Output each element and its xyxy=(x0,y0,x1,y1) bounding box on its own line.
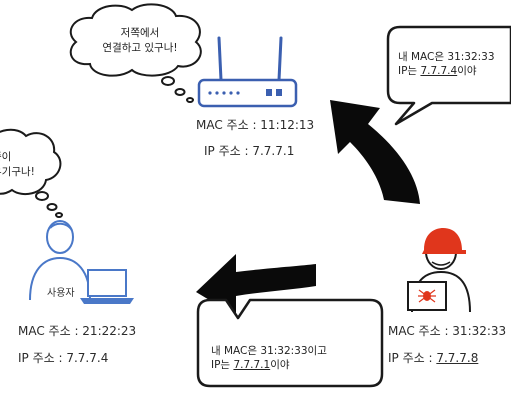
user-laptop-icon xyxy=(80,269,134,304)
user-mac-label: MAC 주소 : 21:22:23 xyxy=(18,324,137,338)
router-mac-label: MAC 주소 : 11:12:13 xyxy=(196,118,315,132)
spoofed-ip-router: 7.7.7.4 xyxy=(420,65,458,77)
user-person-icon xyxy=(29,220,91,301)
arrow-to-router xyxy=(330,100,420,204)
attacker-laptop-icon xyxy=(407,281,447,311)
message-to-user-text: 내 MAC은 31:32:33이고 IP는 7.7.7.1이야 xyxy=(211,345,327,371)
router-ip-label: IP 주소 : 7.7.7.1 xyxy=(204,144,295,158)
router-thought-cloud xyxy=(69,3,202,103)
user-thought-text: 쪽이 유기구나! xyxy=(0,151,35,178)
router-icon xyxy=(197,36,298,108)
attacker-ip-label: IP 주소 : 7.7.7.8 xyxy=(388,351,479,365)
user-ip-label: IP 주소 : 7.7.7.4 xyxy=(18,351,109,365)
user-role-label: 사용자 xyxy=(47,288,75,299)
router-thought-text: 저쪽에서 연결하고 있구나! xyxy=(102,27,178,54)
speech-bubble-to-user xyxy=(196,298,384,388)
attacker-ip-value: 7.7.7.8 xyxy=(436,351,479,365)
spoofed-ip-user: 7.7.7.1 xyxy=(233,359,271,371)
user-thought-cloud xyxy=(0,128,63,218)
speech-bubble-to-router xyxy=(386,25,511,126)
message-to-router-text: 내 MAC은 31:32:33 IP는 7.7.7.4이야 xyxy=(398,51,495,77)
attacker-mac-label: MAC 주소 : 31:32:33 xyxy=(388,324,507,338)
attacker-person-icon xyxy=(411,228,471,313)
